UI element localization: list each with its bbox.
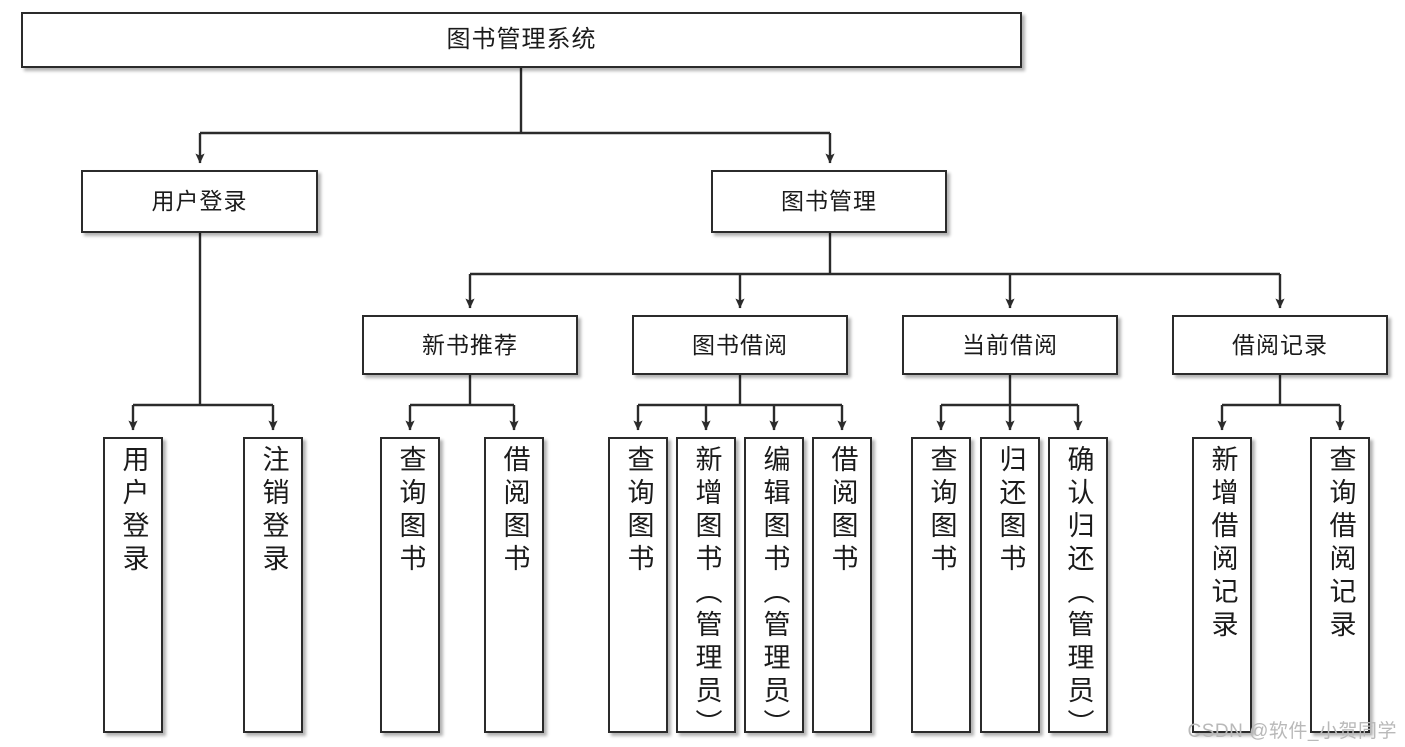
node-label: 注销登录 — [258, 445, 289, 577]
leaf-query-books-borrow[interactable]: 查询图书 — [608, 437, 668, 733]
node-root-library-system[interactable]: 图书管理系统 — [21, 12, 1022, 68]
node-label: 用户登录 — [118, 445, 149, 577]
node-book-management[interactable]: 图书管理 — [711, 170, 947, 233]
leaf-borrow-books-recommend[interactable]: 借阅图书 — [484, 437, 544, 733]
node-label: 用户登录 — [151, 188, 248, 215]
node-label: 查询图书 — [926, 445, 957, 577]
leaf-logout[interactable]: 注销登录 — [243, 437, 303, 733]
node-label: 借阅记录 — [1232, 331, 1328, 358]
leaf-query-books-recommend[interactable]: 查询图书 — [380, 437, 440, 733]
node-user-login[interactable]: 用户登录 — [81, 170, 318, 233]
leaf-return-books[interactable]: 归还图书 — [980, 437, 1040, 733]
node-label: 归还图书 — [995, 445, 1026, 577]
leaf-add-borrow-record[interactable]: 新增借阅记录 — [1192, 437, 1252, 733]
node-label: 图书管理 — [781, 188, 877, 215]
leaf-query-books-current[interactable]: 查询图书 — [911, 437, 971, 733]
node-label: 查询图书 — [623, 445, 654, 577]
node-label: 新增借阅记录 — [1207, 445, 1238, 643]
node-current-borrow[interactable]: 当前借阅 — [902, 315, 1118, 375]
node-label: 编辑图书（管理员） — [759, 445, 790, 742]
node-label: 查询借阅记录 — [1325, 445, 1356, 643]
leaf-query-borrow-record[interactable]: 查询借阅记录 — [1310, 437, 1370, 733]
node-label: 图书管理系统 — [446, 26, 597, 54]
node-label: 新增图书（管理员） — [691, 445, 722, 742]
node-borrow-records[interactable]: 借阅记录 — [1172, 315, 1388, 375]
leaf-borrow-books[interactable]: 借阅图书 — [812, 437, 872, 733]
node-label: 当前借阅 — [962, 331, 1058, 358]
leaf-edit-book-admin[interactable]: 编辑图书（管理员） — [744, 437, 804, 742]
node-label: 借阅图书 — [827, 445, 858, 577]
node-label: 借阅图书 — [499, 445, 530, 577]
node-label: 查询图书 — [395, 445, 426, 577]
leaf-add-book-admin[interactable]: 新增图书（管理员） — [676, 437, 736, 742]
csdn-watermark: CSDN @软件_小贺同学 — [1187, 721, 1397, 742]
node-label: 确认归还（管理员） — [1063, 445, 1094, 742]
leaf-confirm-return-admin[interactable]: 确认归还（管理员） — [1048, 437, 1108, 742]
leaf-user-login[interactable]: 用户登录 — [103, 437, 163, 733]
node-new-book-recommend[interactable]: 新书推荐 — [362, 315, 578, 375]
node-label: 图书借阅 — [692, 331, 788, 358]
node-label: 新书推荐 — [422, 331, 518, 358]
node-book-borrow[interactable]: 图书借阅 — [632, 315, 848, 375]
